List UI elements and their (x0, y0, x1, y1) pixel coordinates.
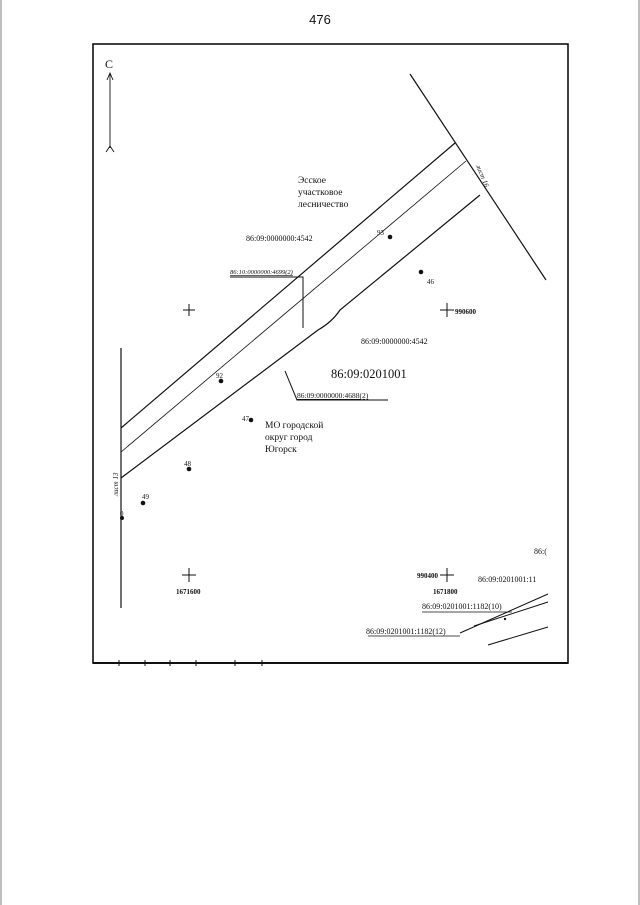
north-letter: С (105, 57, 113, 71)
parcel-label-4542-right: 86:09:0000000:4542 (361, 337, 428, 346)
survey-point-93 (387, 234, 393, 240)
sheet-16-boundary (409, 73, 547, 281)
point-label-0: 0 (120, 510, 124, 518)
grid-label-1671800: 1671800 (433, 588, 458, 596)
page-number: 476 (309, 12, 331, 27)
corridor-lower-edge (120, 194, 481, 479)
parcel-strip-line (487, 626, 549, 646)
corridor-upper-edge (120, 142, 456, 429)
parcel-label-4699: 86:10:0000000:4699(2) (230, 269, 293, 276)
scan-left-edge (0, 0, 2, 905)
point-label-48: 48 (184, 460, 192, 468)
forestry-label-line-1: Эсское (298, 176, 326, 186)
parcel-label-cut: 86:09:0201001:11 (478, 575, 536, 584)
survey-point-92 (218, 378, 224, 384)
survey-point-48 (186, 466, 192, 472)
municipality-label-line-1: МО городской (265, 420, 323, 431)
grid-cross-icon (182, 568, 196, 582)
parcel-strip-line (473, 601, 549, 627)
cadastral-quarter-label: 86:09:0201001 (331, 367, 407, 381)
grid-cross-icon (440, 303, 454, 317)
municipality-label-line-3: Югорск (265, 445, 297, 455)
parcel-label-1182-12: 86:09:0201001:1182(12) (366, 627, 446, 636)
survey-point-46 (418, 269, 424, 275)
point-label-93: 93 (377, 229, 385, 237)
grid-label-1671600: 1671600 (176, 588, 201, 596)
grid-label-990600: 990600 (455, 308, 477, 316)
scan-right-edge (638, 0, 640, 905)
parcel-label-1182-10: 86:09:0201001:1182(10) (422, 602, 502, 611)
survey-point-0 (120, 516, 124, 520)
municipality-label-line-2: округ город (265, 433, 313, 443)
survey-point-47 (248, 417, 254, 423)
north-arrow-tail-icon (105, 145, 115, 153)
parcel-label-4688: 86:09:0000000:4688(2) (297, 391, 369, 400)
grid-cross-icon (440, 568, 454, 582)
grid-cross-icon (183, 304, 195, 316)
leader-4699 (230, 276, 304, 328)
point-label-92: 92 (216, 372, 224, 380)
leader-4688 (284, 370, 388, 401)
point-label-47: 47 (242, 415, 250, 423)
parcel-strip-line (459, 593, 549, 634)
point-label-46: 46 (427, 278, 435, 286)
forestry-label-line-3: лесничество (298, 200, 349, 210)
parcel-label-4542-top: 86:09:0000000:4542 (246, 234, 313, 243)
corridor-centerline (120, 160, 467, 453)
sheet-16-label: лист 16 (474, 163, 491, 189)
grid-label-990400: 990400 (417, 572, 439, 580)
map-frame (92, 43, 569, 664)
survey-point-49 (140, 500, 146, 506)
forestry-label-line-2: участковое (298, 188, 343, 198)
sheet-13-label: лист 13 (112, 472, 120, 497)
parcel-label-cut-edge: 86:( (534, 547, 547, 556)
north-arrow-head-icon (106, 71, 114, 81)
point-label-49: 49 (142, 493, 150, 501)
parcel-dot (503, 617, 507, 621)
